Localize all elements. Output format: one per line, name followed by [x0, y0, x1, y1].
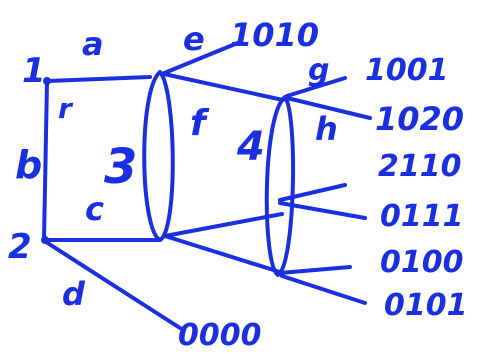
node-1-dot: [43, 77, 51, 85]
code-0111: 0111: [380, 199, 464, 234]
edge-e-label: e: [183, 20, 205, 58]
code-0101: 0101: [384, 288, 468, 323]
edge-f-label: f: [190, 103, 210, 144]
hyperedge-3-ellipse: [142, 70, 175, 242]
edge-f-line: [162, 72, 285, 102]
edge-e-line: [160, 40, 242, 76]
edge-a-label: a: [82, 25, 104, 63]
node-2-dot: [41, 236, 49, 244]
code-1010: 1010: [230, 16, 319, 54]
edge-d-label: d: [62, 275, 86, 313]
hyperedge-4-ellipse: [264, 95, 296, 277]
code-0100: 0100: [380, 245, 464, 280]
code-1020: 1020: [375, 100, 464, 138]
edge-g-line: [285, 76, 347, 98]
edge-g-label: g: [308, 53, 329, 88]
node-2-label: 2: [8, 227, 32, 267]
code-1001: 1001: [365, 53, 449, 88]
edge-4-0101: [280, 274, 367, 305]
edge-4-2110: [278, 183, 347, 202]
edge-b-line: [42, 80, 49, 242]
edge-c-label: c: [85, 190, 104, 228]
edge-3-4-bottom-a: [163, 212, 284, 238]
node-4-label: 4: [236, 124, 265, 170]
edge-b-label: b: [15, 143, 42, 187]
edge-4-0100: [278, 265, 352, 275]
node-1-label: 1: [22, 51, 46, 91]
node-3-label: 3: [104, 139, 137, 195]
edge-3-4-bottom-b: [163, 234, 285, 275]
code-2110: 2110: [378, 149, 462, 184]
code-0000: 0000: [178, 318, 262, 353]
edge-h-label: h: [315, 110, 338, 148]
edge-4-0111: [278, 201, 367, 220]
edge-r-label: r: [58, 92, 74, 125]
edge-d-line: [44, 240, 182, 330]
edge-a-line: [46, 75, 152, 83]
edge-h-line: [285, 96, 372, 120]
